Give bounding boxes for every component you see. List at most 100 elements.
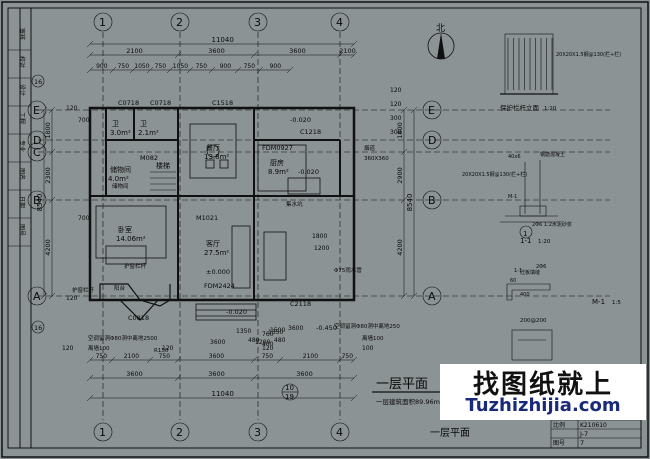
dimension-text: 120 bbox=[62, 345, 74, 352]
detail-label: 1-1 bbox=[520, 237, 531, 245]
window-door-tag: C1218 bbox=[300, 128, 321, 136]
detail-dim: 40x6 bbox=[508, 154, 521, 160]
detail-scale: 1:5 bbox=[612, 300, 621, 306]
detail-spec: 20X20X1.5钢@130(栏+栏) bbox=[462, 171, 527, 178]
detail-title: 保护栏杆立面 bbox=[500, 103, 540, 112]
grid-bubble-bottom: 1 bbox=[99, 426, 106, 439]
section-bubble bbox=[519, 225, 533, 239]
annotation-note: 集水坑 bbox=[286, 200, 303, 208]
tb-sheet: J-7 bbox=[579, 430, 588, 438]
room-area: 14.06m² bbox=[116, 235, 146, 243]
room-area: 4.0m² bbox=[108, 175, 129, 183]
dimension-text: 750 bbox=[342, 353, 354, 360]
room-name: 楼梯 bbox=[156, 161, 170, 170]
dimension-text: 1200 bbox=[314, 245, 329, 252]
north-arrow: 北 bbox=[427, 23, 455, 60]
window-door-tag: M1021 bbox=[196, 214, 218, 222]
dimension-text: 760 bbox=[262, 331, 274, 338]
dimension-text: 700 bbox=[78, 117, 90, 124]
dimension-text: 2900 bbox=[396, 167, 404, 184]
title-main: 一层平面 bbox=[376, 377, 428, 392]
annotation-note: Φ75雨水管 bbox=[334, 266, 362, 274]
dimension-text: 8540 bbox=[36, 194, 44, 212]
elevation-mark: -0.020 bbox=[226, 308, 247, 316]
grid-bubble-right: E bbox=[428, 104, 435, 117]
dimension-text: 2100 bbox=[303, 353, 318, 360]
watermark-en: Tuzhizhijia.com bbox=[465, 395, 621, 416]
grid-bubble-right: B bbox=[428, 194, 436, 207]
window-door-tag: C1518 bbox=[212, 99, 233, 107]
room-name: 储物间 bbox=[110, 165, 131, 174]
titleblock-cell: 专业 bbox=[18, 140, 26, 152]
grid-bubble-left: E bbox=[33, 104, 40, 117]
detail-scale: 1:20 bbox=[544, 106, 557, 112]
detail-spec: 20X20X1.5钢@130(栏+栏) bbox=[556, 51, 621, 58]
titleblock-cell: 图号 bbox=[18, 224, 25, 236]
grid-bubble-top: 4 bbox=[336, 16, 343, 29]
dimension-text: 1050 bbox=[173, 63, 188, 70]
dimension-text: 750 bbox=[96, 353, 108, 360]
north-label: 北 bbox=[436, 23, 445, 34]
dimension-text: 1800 bbox=[396, 122, 404, 139]
window-door-tag: C2118 bbox=[290, 300, 311, 308]
dimension-text: 1350 bbox=[268, 329, 283, 336]
dimension-text: 4200 bbox=[44, 239, 52, 256]
dimension-text: 750 bbox=[262, 353, 274, 360]
annotation-note: 阳台 bbox=[114, 284, 126, 292]
walls bbox=[88, 106, 356, 302]
dimension-text: 8540 bbox=[406, 194, 414, 212]
detail-extra: 1-1 bbox=[514, 268, 522, 274]
tb-code-label: 比例 bbox=[553, 421, 565, 429]
pointer-number: 16 bbox=[34, 78, 42, 86]
elevation-mark: -0.450 bbox=[316, 324, 337, 332]
annotation-note: 360X360 bbox=[364, 156, 389, 162]
grid-bubble-left: D bbox=[33, 134, 41, 147]
grid-bubble-bottom: 2 bbox=[176, 426, 183, 439]
dimension-text: 3600 bbox=[210, 339, 225, 346]
window-door-tag: FDM2424 bbox=[204, 282, 235, 290]
detail-scale: 1:20 bbox=[538, 239, 551, 245]
detail-steel: 2Φ6 1:2水泥砂浆 bbox=[532, 221, 572, 228]
annotation-note: 护窗栏杆 bbox=[124, 262, 147, 270]
annotation-note: 护窗栏杆 bbox=[72, 286, 95, 294]
detail-extra: 60 bbox=[510, 278, 516, 284]
room-name: 卫 bbox=[140, 120, 147, 128]
dimension-text: 120 bbox=[390, 87, 402, 94]
grid-bubble-top: 2 bbox=[176, 16, 183, 29]
elevation-mark: ±0.000 bbox=[206, 268, 230, 276]
titleblock-bottom bbox=[550, 419, 642, 449]
titleblock-cell: 校对 bbox=[18, 56, 26, 68]
annotation-note: 离墙100 bbox=[88, 344, 110, 352]
dimension-text: 120 bbox=[66, 295, 78, 302]
grid-bubble-top: 3 bbox=[254, 16, 261, 29]
room-area: 27.5m² bbox=[204, 249, 229, 257]
detail-note: 砼板填缝 bbox=[520, 269, 540, 276]
dimension-text: 2100 bbox=[124, 353, 139, 360]
window-door-tag: C0718 bbox=[118, 99, 139, 107]
grid-sub-bottom: 19 bbox=[285, 393, 294, 401]
dimension-text: 750 bbox=[244, 63, 256, 70]
tb-page-label: 图号 bbox=[553, 440, 565, 447]
grid-bubble-right: D bbox=[428, 134, 436, 147]
annotation-note: 空调留洞Φ80洞中离地250 bbox=[334, 322, 400, 330]
detail-extra: 2Φ6 bbox=[536, 264, 546, 270]
tb-code-value: K210610 bbox=[580, 422, 607, 429]
annotation-note: 空调留洞Φ80洞中离地2500 bbox=[88, 334, 158, 342]
titleblock-cell: 设计 bbox=[18, 84, 26, 96]
dimension-text: 1350 bbox=[236, 328, 251, 335]
dimension-text: 3600 bbox=[288, 325, 303, 332]
title-bottom: 一层平面 bbox=[430, 427, 470, 439]
dimension-text: 120 bbox=[390, 101, 402, 108]
dimension-text: 3600 bbox=[208, 47, 225, 55]
window-door-tag: C0718 bbox=[150, 99, 171, 107]
dimension-text: 1800 bbox=[44, 122, 52, 139]
pointer-bubble bbox=[31, 320, 45, 334]
annotation-note: 储物间 bbox=[112, 182, 129, 190]
dimension-text: 4200 bbox=[396, 239, 404, 256]
dimension-text: 400 bbox=[262, 341, 274, 348]
titleblock-cell: 审核 bbox=[18, 28, 26, 40]
watermark-cn: 找图纸就上 bbox=[472, 370, 613, 400]
titleblock-cell: 图名 bbox=[18, 168, 26, 180]
